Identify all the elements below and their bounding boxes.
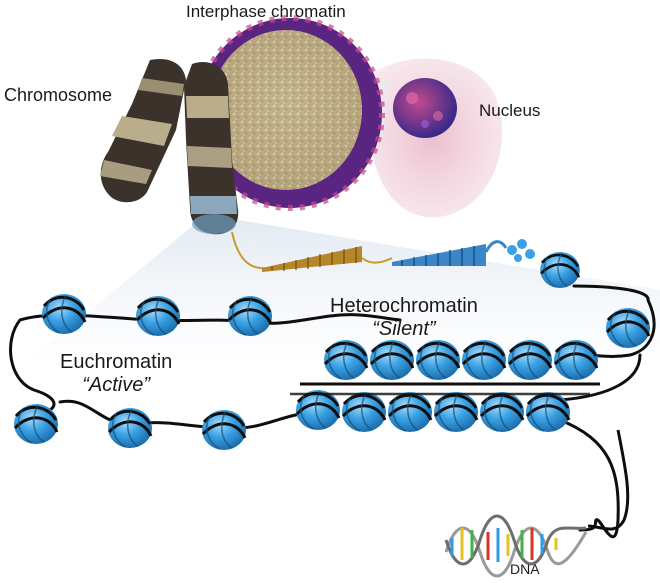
dna-tail [587, 429, 630, 531]
zoom-cone [30, 220, 660, 360]
label-nucleus: Nucleus [479, 101, 541, 120]
dna-strand [9, 284, 656, 539]
euchromatin-state: “Active” [82, 374, 151, 396]
dna-double-helix [444, 514, 588, 578]
chromatin-fiber [231, 231, 582, 290]
label-interphase-chromatin: Interphase chromatin [186, 2, 346, 21]
euchromatin-title: Euchromatin [60, 351, 173, 373]
interphase-chromatin-sphere [195, 15, 385, 211]
label-euchromatin: Euchromatin “Active” [60, 352, 172, 395]
label-chromosome: Chromosome [4, 85, 113, 105]
heterochromatin-title: Heterochromatin [330, 295, 478, 317]
label-heterochromatin: Heterochromatin “Silent” [330, 296, 478, 339]
label-dna: DNA [510, 561, 540, 577]
chromosome-illustration [100, 58, 239, 235]
heterochromatin-state: “Silent” [372, 318, 436, 340]
